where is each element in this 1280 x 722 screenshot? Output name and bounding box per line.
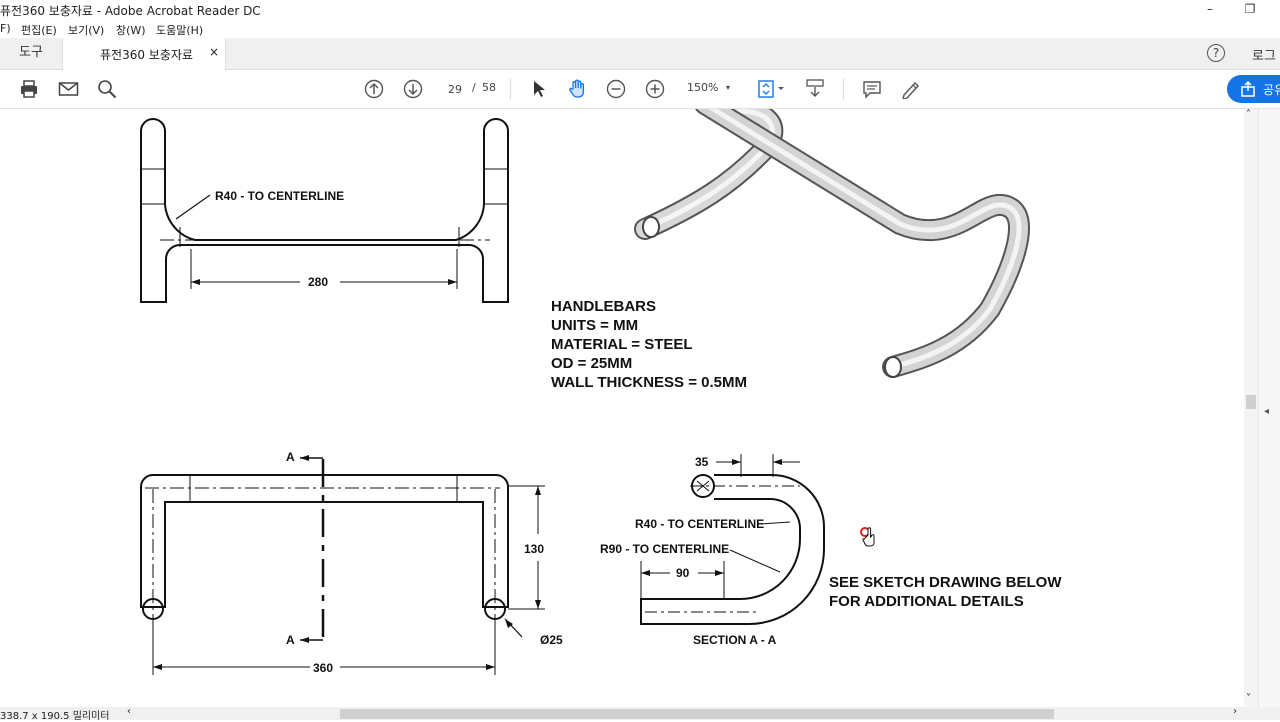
page-dimensions: 338.7 x 190.5 밀리미터 <box>0 711 110 722</box>
tab-tools[interactable]: 도구 <box>19 45 43 60</box>
top-radius-note: R40 - TO CENTERLINE <box>215 189 344 203</box>
tab-document[interactable]: 퓨전360 보충자료 × <box>62 38 226 70</box>
section-mark-bottom: A <box>286 633 295 647</box>
section-r90-note: R90 - TO CENTERLINE <box>600 542 729 556</box>
login-link[interactable]: 로그 <box>1252 49 1276 64</box>
share-label: 공유 <box>1263 83 1280 97</box>
top-width-dim: 280 <box>308 275 328 289</box>
section-view <box>640 454 825 625</box>
page-separator: / <box>472 81 476 94</box>
bottom-left-view <box>139 455 545 675</box>
note-line: HANDLEBARS <box>551 298 656 315</box>
zoom-out-icon[interactable] <box>606 79 626 99</box>
search-icon[interactable] <box>97 79 117 99</box>
page-number-input[interactable] <box>438 79 472 99</box>
section-r40-note: R40 - TO CENTERLINE <box>635 517 764 531</box>
pen-icon[interactable] <box>900 79 922 99</box>
minimize-button[interactable]: – <box>1207 2 1213 16</box>
select-pointer-icon[interactable] <box>531 79 547 99</box>
note-line: WALL THICKNESS = 0.5MM <box>551 374 747 391</box>
menu-help[interactable]: 도움말(H) <box>156 24 204 37</box>
mail-icon[interactable] <box>58 79 79 99</box>
horizontal-scroll-thumb[interactable] <box>340 709 1054 719</box>
sketch-note: FOR ADDITIONAL DETAILS <box>829 593 1024 610</box>
menu-bar: F) 편집(E) 보기(V) 창(W) 도움말(H) <box>0 19 1280 38</box>
help-icon[interactable]: ? <box>1207 44 1225 62</box>
next-page-icon[interactable] <box>403 79 423 99</box>
diameter-dim: Ø25 <box>540 633 563 647</box>
scroll-up-icon[interactable]: ˄ <box>1246 109 1251 120</box>
document-page[interactable]: R40 - TO CENTERLINE 280 HANDLEBARS UNITS… <box>0 109 1244 707</box>
height-dim: 130 <box>524 542 544 556</box>
technical-drawing: R40 - TO CENTERLINE 280 HANDLEBARS UNITS… <box>139 109 1062 675</box>
share-icon <box>1240 80 1256 100</box>
width-dim: 360 <box>313 661 333 675</box>
scroll-left-icon[interactable]: ‹ <box>127 706 131 717</box>
section-bottom-dim: 90 <box>676 566 690 580</box>
menu-window[interactable]: 창(W) <box>116 24 146 37</box>
print-icon[interactable] <box>19 79 39 99</box>
hand-cursor-icon <box>860 527 875 547</box>
title-bar: 퓨전360 보충자료 - Adobe Acrobat Reader DC – ❐ <box>0 0 1280 19</box>
comment-icon[interactable] <box>862 79 882 99</box>
note-line: UNITS = MM <box>551 317 638 334</box>
sketch-note: SEE SKETCH DRAWING BELOW <box>829 574 1062 591</box>
window-title: 퓨전360 보충자료 - Adobe Acrobat Reader DC <box>0 4 261 18</box>
scroll-down-icon[interactable]: ˅ <box>1246 693 1251 704</box>
top-left-view <box>140 118 509 303</box>
toolbar-divider <box>843 78 844 100</box>
collapse-panel-icon[interactable]: ◂ <box>1264 406 1270 417</box>
toolbar: / 58 150% ▾ 공유 <box>0 70 1280 109</box>
toolbar-divider <box>510 78 511 100</box>
chevron-down-icon: ▾ <box>726 83 731 92</box>
section-top-dim: 35 <box>695 455 709 469</box>
handlebar-3d-render <box>634 109 1030 378</box>
close-tab-icon[interactable]: × <box>209 45 220 59</box>
tab-document-label: 퓨전360 보충자료 <box>100 48 193 62</box>
fit-page-icon[interactable] <box>757 79 785 99</box>
right-panel-toggle[interactable]: ◂ <box>1258 109 1280 707</box>
status-bar: 338.7 x 190.5 밀리미터 ‹ › <box>0 706 1280 722</box>
note-line: OD = 25MM <box>551 355 632 372</box>
page-total: 58 <box>482 81 496 94</box>
hand-tool-icon[interactable] <box>567 79 589 99</box>
scroll-right-icon[interactable]: › <box>1233 706 1237 717</box>
restore-button[interactable]: ❐ <box>1244 2 1256 16</box>
menu-view[interactable]: 보기(V) <box>68 24 105 37</box>
share-button[interactable]: 공유 <box>1227 75 1280 103</box>
zoom-in-icon[interactable] <box>645 79 665 99</box>
prev-page-icon[interactable] <box>364 79 384 99</box>
zoom-value: 150% <box>687 81 719 94</box>
scroll-mode-icon[interactable] <box>805 79 825 99</box>
scroll-thumb[interactable] <box>1246 395 1256 409</box>
menu-edit[interactable]: 편집(E) <box>21 24 57 37</box>
section-mark-top: A <box>286 450 295 464</box>
tab-bar: 도구 퓨전360 보충자료 × ? 로그 <box>0 38 1280 70</box>
note-line: MATERIAL = STEEL <box>551 336 693 353</box>
menu-file[interactable]: F) <box>0 22 11 35</box>
zoom-select[interactable]: 150% ▾ <box>678 78 738 98</box>
vertical-scrollbar[interactable]: ˄ ˅ <box>1244 109 1258 707</box>
section-label: SECTION A - A <box>693 633 777 647</box>
